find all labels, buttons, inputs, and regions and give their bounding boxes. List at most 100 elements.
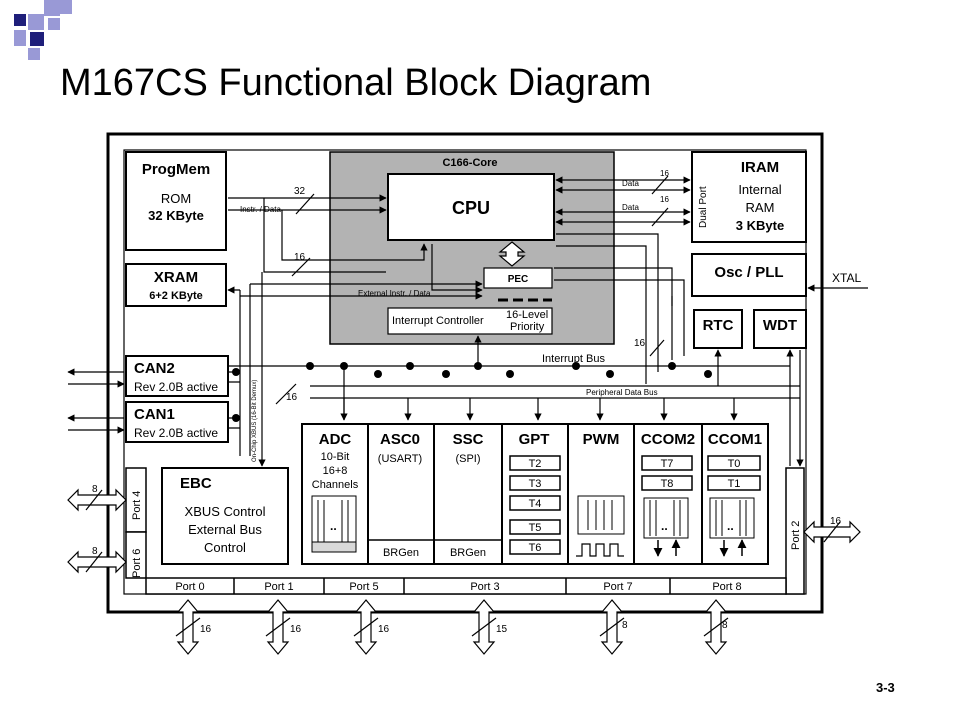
adc-title: ADC (319, 431, 352, 448)
onchip-xbus-label: On-Chip XBUS (16-Bit Demux) (252, 380, 258, 462)
iram-block: IRAM Internal RAM 3 KByte Dual Port (691, 151, 807, 243)
port2-block: Port 2 (785, 467, 805, 595)
port3-width: 15 (496, 624, 508, 635)
ccom1-block: CCOM1 T0 T1 .. (701, 423, 769, 565)
asc0-title: ASC0 (380, 431, 420, 448)
ext-instr-width: 16 (294, 252, 306, 263)
port0-label: Port 0 (175, 581, 204, 593)
ssc-title: SSC (453, 431, 484, 448)
xram-title: XRAM (154, 269, 198, 286)
ccom2-title: CCOM2 (641, 431, 695, 448)
gpt-timer-t4 (509, 495, 561, 511)
port4-width: 8 (92, 484, 98, 495)
can1-block: CAN1 Rev 2.0B active (125, 401, 229, 443)
port4-arrow (67, 488, 127, 512)
wdt-block: WDT (753, 309, 807, 349)
port0-width: 16 (200, 624, 212, 635)
corner-square-8 (28, 48, 40, 60)
ebc-block: EBC XBUS Control External Bus Control (161, 467, 289, 565)
can1-line1: Rev 2.0B active (134, 426, 218, 440)
bottom-port-bar: Port 0 Port 1 Port 5 Port 3 Port 7 Port … (145, 577, 787, 595)
priority-line1: 16-Level (506, 309, 548, 321)
instr-width: 32 (294, 186, 306, 197)
ssc-block: SSC (SPI) BRGen (433, 423, 503, 565)
progmem-block: ProgMem ROM 32 KByte (125, 151, 227, 251)
can1-title: CAN1 (134, 406, 175, 423)
cpu-label: CPU (452, 198, 490, 218)
gpt-timer-t2 (509, 455, 561, 471)
port3-label: Port 3 (470, 581, 499, 593)
c166-core-block: C166-Core CPU PEC Interrupt Controller 1… (329, 151, 615, 345)
corner-square-6 (30, 32, 44, 46)
progmem-line1: ROM (161, 191, 191, 206)
junction-dots (232, 362, 712, 422)
asc0-brgen: BRGen (383, 547, 419, 559)
ebc-line1: XBUS Control (185, 504, 266, 519)
asc0-block: ASC0 (USART) BRGen (367, 423, 435, 565)
priority-line2: Priority (510, 321, 545, 333)
corner-square-5 (14, 30, 26, 46)
rtc-title: RTC (703, 317, 734, 334)
iram-title: IRAM (741, 159, 779, 176)
port6-block: Port 6 (125, 531, 147, 579)
instr-data-label: Instr. / Data (240, 205, 281, 214)
port5-width: 16 (378, 624, 390, 635)
interrupt-controller-box (387, 307, 553, 335)
corner-square-7 (48, 18, 60, 30)
svg-text:T2: T2 (529, 458, 542, 470)
svg-text:T7: T7 (661, 458, 674, 470)
ccom2-block: CCOM2 T7 T8 .. (633, 423, 703, 565)
gpt-title: GPT (519, 431, 550, 448)
gpt-timer-t6 (509, 539, 561, 555)
port4-label: Port 4 (131, 491, 143, 520)
iram-top-width: 16 (660, 169, 669, 178)
asc0-line1: (USART) (378, 453, 422, 465)
cpu-box (387, 173, 555, 241)
iram-line3: 3 KByte (736, 218, 784, 233)
data-top-label: Data (622, 179, 639, 188)
port4-block: Port 4 (125, 467, 147, 533)
can2-line1: Rev 2.0B active (134, 380, 218, 394)
iram-bottom-width: 16 (660, 195, 669, 204)
adc-line1: 10-Bit (321, 451, 350, 463)
ccom1-title: CCOM1 (708, 431, 762, 448)
port7-label: Port 7 (603, 581, 632, 593)
port6-label: Port 6 (131, 549, 143, 578)
gpt-timer-t3 (509, 475, 561, 491)
ebc-line2: External Bus (188, 522, 262, 537)
pec-box (483, 267, 553, 289)
progmem-line2: 32 KByte (148, 208, 204, 223)
svg-text:..: .. (727, 519, 734, 533)
svg-text:T5: T5 (529, 522, 542, 534)
rtc-block: RTC (693, 309, 743, 349)
iram-line2: RAM (746, 200, 775, 215)
core-title: C166-Core (442, 157, 497, 169)
ccom2-timer-t8 (641, 475, 693, 491)
port6-arrow (67, 550, 127, 574)
pwm-title: PWM (583, 431, 620, 448)
xram-line1: 6+2 KByte (149, 290, 203, 302)
gpt-timer-t5 (509, 519, 561, 535)
pwm-block: PWM (567, 423, 635, 565)
corner-square-1 (14, 14, 26, 26)
svg-text:..: .. (661, 519, 668, 533)
osc-pll-block: Osc / PLL XTAL (691, 253, 861, 297)
page-number: 3-3 (876, 680, 895, 695)
osc-title: Osc / PLL (714, 264, 783, 281)
port1-label: Port 1 (264, 581, 293, 593)
port5-label: Port 5 (349, 581, 378, 593)
svg-text:T0: T0 (728, 458, 741, 470)
ssc-line1: (SPI) (455, 453, 480, 465)
wdt-title: WDT (763, 317, 797, 334)
ccom1-timer-t0 (707, 455, 761, 471)
peripheral-data-bus-label: Peripheral Data Bus (586, 388, 658, 397)
corner-square-3 (44, 0, 60, 16)
gpt-block: GPT T2 T3 T4 T5 T6 (501, 423, 569, 565)
svg-text:T8: T8 (661, 478, 674, 490)
progmem-title: ProgMem (142, 161, 210, 178)
can2-block: CAN2 Rev 2.0B active (125, 355, 229, 397)
svg-text:..: .. (330, 519, 337, 533)
port2-arrow (803, 520, 861, 544)
xtal-label: XTAL (832, 271, 861, 285)
